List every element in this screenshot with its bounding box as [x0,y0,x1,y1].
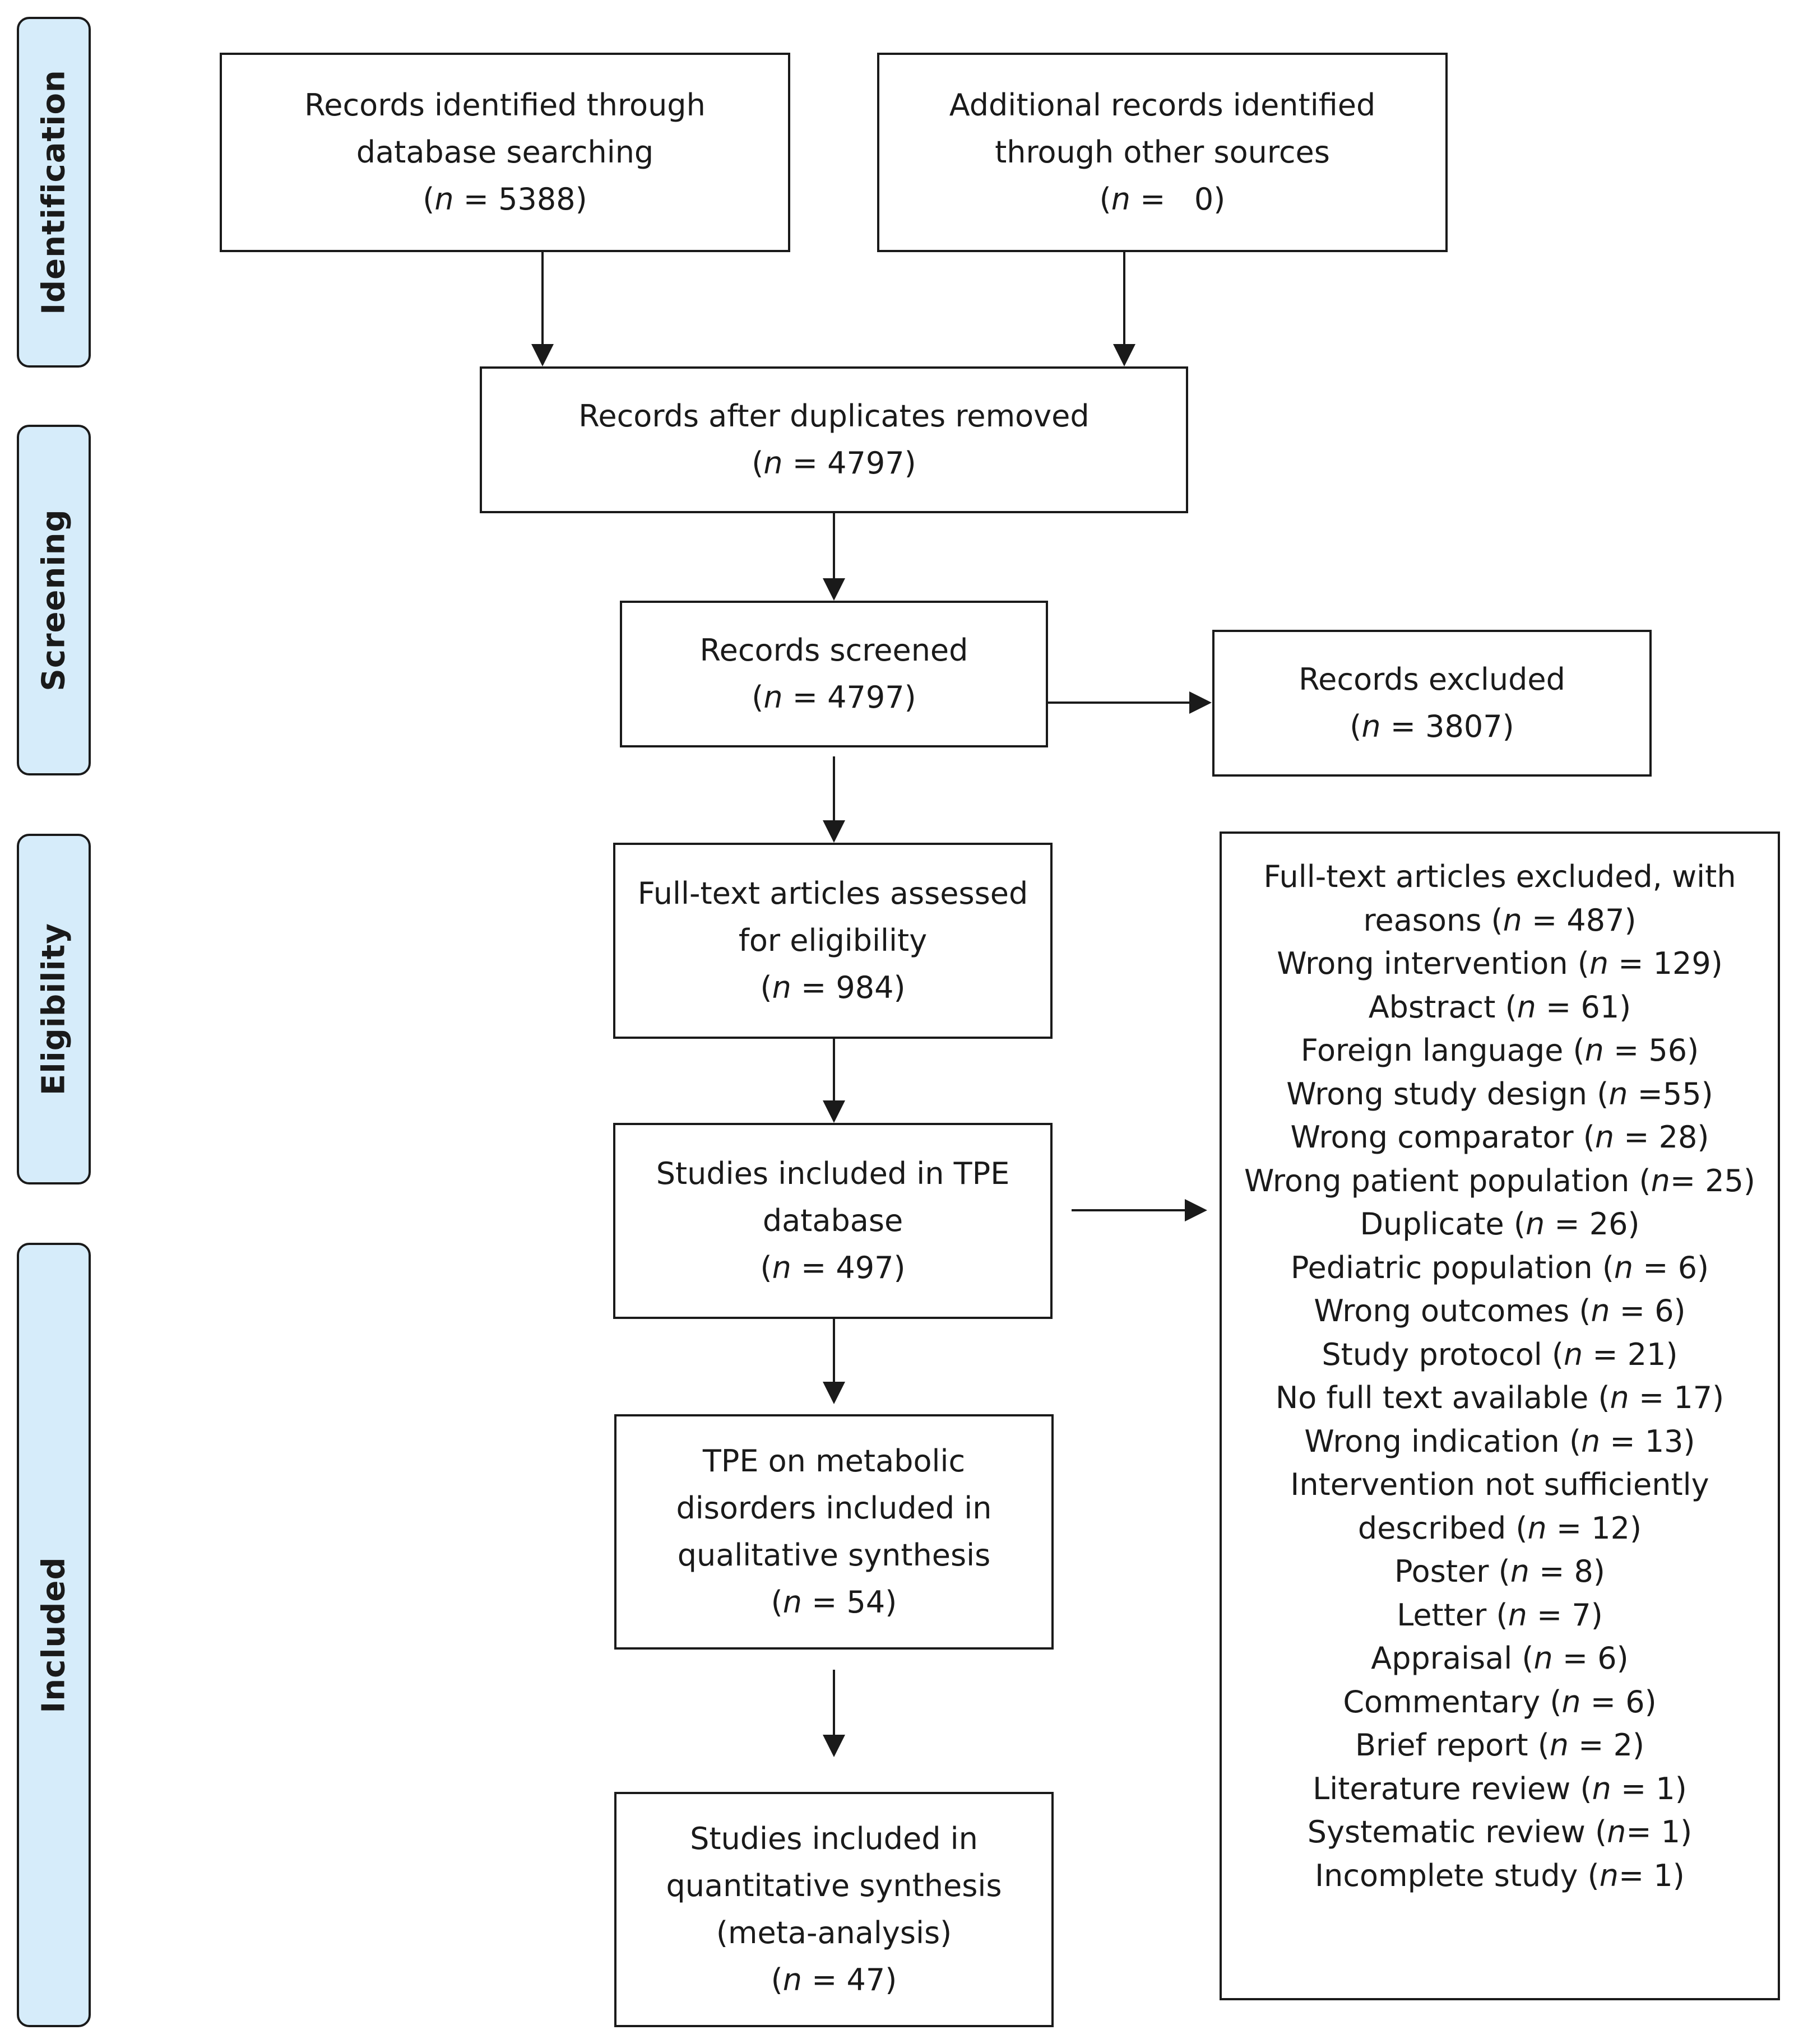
reason-item: Incomplete study (n= 1) [1315,1857,1685,1893]
box-count: (n = 497) [760,1250,906,1285]
box-text-line: database searching [356,134,654,170]
box-text-line: for eligibility [738,923,928,958]
reason-list: Wrong intervention (n = 129) Abstract (n … [1244,942,1755,1897]
box-count: (n = 4797) [752,680,916,715]
records-database-search-box: Records identified through database sear… [220,53,790,252]
box-text-line: Studies included in TPE [656,1156,1010,1191]
reason-item: Pediatric population (n = 6) [1290,1249,1709,1285]
reason-item: Wrong patient population (n= 25) [1244,1163,1756,1198]
reason-item: Wrong comparator (n = 28) [1290,1119,1709,1155]
box-text-line: disorders included in [676,1490,992,1526]
reason-item: Wrong indication (n = 13) [1304,1423,1695,1459]
box-text-line: Records screened [699,633,968,668]
reason-item: Abstract (n = 61) [1368,989,1631,1025]
box-text-line: through other sources [995,134,1330,170]
phase-tab-identification: Identification [17,17,91,368]
phase-tab-screening: Screening [17,425,91,775]
box-text-line: Additional records identified [949,87,1376,123]
phase-label-eligibility: Eligibility [35,923,72,1095]
box-text-line: Records excluded [1299,662,1565,697]
box-count: (n = 4797) [752,445,916,481]
reason-item: Poster (n = 8) [1394,1554,1605,1589]
box-text-line: TPE on metabolic [702,1443,966,1479]
reason-item: Wrong outcomes (n = 6) [1314,1293,1686,1328]
records-after-duplicates-box: Records after duplicates removed (n = 47… [480,366,1188,513]
reason-item: Literature review (n = 1) [1313,1771,1687,1806]
reason-item: Foreign language (n = 56) [1300,1033,1699,1068]
reason-item: No full text available (n = 17) [1275,1380,1725,1415]
reason-item: Letter (n = 7) [1397,1597,1603,1633]
phase-tab-included: Included [17,1243,91,2027]
reason-item: Systematic review (n= 1) [1307,1814,1693,1850]
box-text-line: qualitative synthesis [677,1537,991,1573]
reason-item: Wrong study design (n =55) [1286,1076,1713,1112]
box-text-line: Records identified through [304,87,706,123]
reason-item: Study protocol (n = 21) [1322,1336,1678,1372]
reason-item: Appraisal (n = 6) [1371,1641,1629,1676]
full-text-assessed-box: Full-text articles assessed for eligibil… [613,843,1053,1039]
box-text-line: Records after duplicates removed [578,398,1090,434]
box-text-line: quantitative synthesis [666,1868,1002,1903]
box-text-line: Studies included in [690,1821,978,1856]
records-other-sources-box: Additional records identified through ot… [877,53,1448,252]
reason-item: Duplicate (n = 26) [1360,1206,1640,1242]
phase-label-screening: Screening [35,509,72,691]
box-count: (n = 47) [771,1962,897,1997]
box-count: (n = 3807) [1350,709,1514,744]
quantitative-synthesis-box: Studies included in quantitative synthes… [614,1792,1054,2027]
reason-item: Brief report (n = 2) [1355,1727,1645,1763]
full-text-excluded-reasons-box: Full-text articles excluded, with reason… [1220,831,1780,2000]
studies-tpe-database-box: Studies included in TPE database (n = 49… [613,1123,1053,1319]
records-excluded-box: Records excluded (n = 3807) [1212,630,1652,777]
reason-item: Intervention not sufficiently [1290,1467,1709,1502]
box-count: (n = 54) [771,1585,897,1620]
reason-item: Commentary (n = 6) [1343,1684,1657,1720]
box-text-line: database [762,1203,903,1238]
qualitative-synthesis-box: TPE on metabolic disorders included in q… [614,1414,1054,1650]
phase-label-included: Included [35,1557,72,1713]
box-text-line: Full-text articles assessed [637,876,1028,911]
phase-label-identification: Identification [35,69,72,315]
box-count: (n = 0) [1099,182,1226,217]
box-text-line: (meta-analysis) [716,1915,952,1950]
reason-item: Wrong intervention (n = 129) [1277,946,1723,981]
records-screened-box: Records screened (n = 4797) [620,601,1048,747]
reasons-header: reasons (n = 487) [1363,902,1637,938]
phase-tab-eligibility: Eligibility [17,834,91,1184]
reason-item: described (n = 12) [1357,1510,1642,1546]
reasons-header: Full-text articles excluded, with [1263,859,1736,894]
box-count: (n = 984) [760,970,906,1005]
box-count: (n = 5388) [423,182,587,217]
